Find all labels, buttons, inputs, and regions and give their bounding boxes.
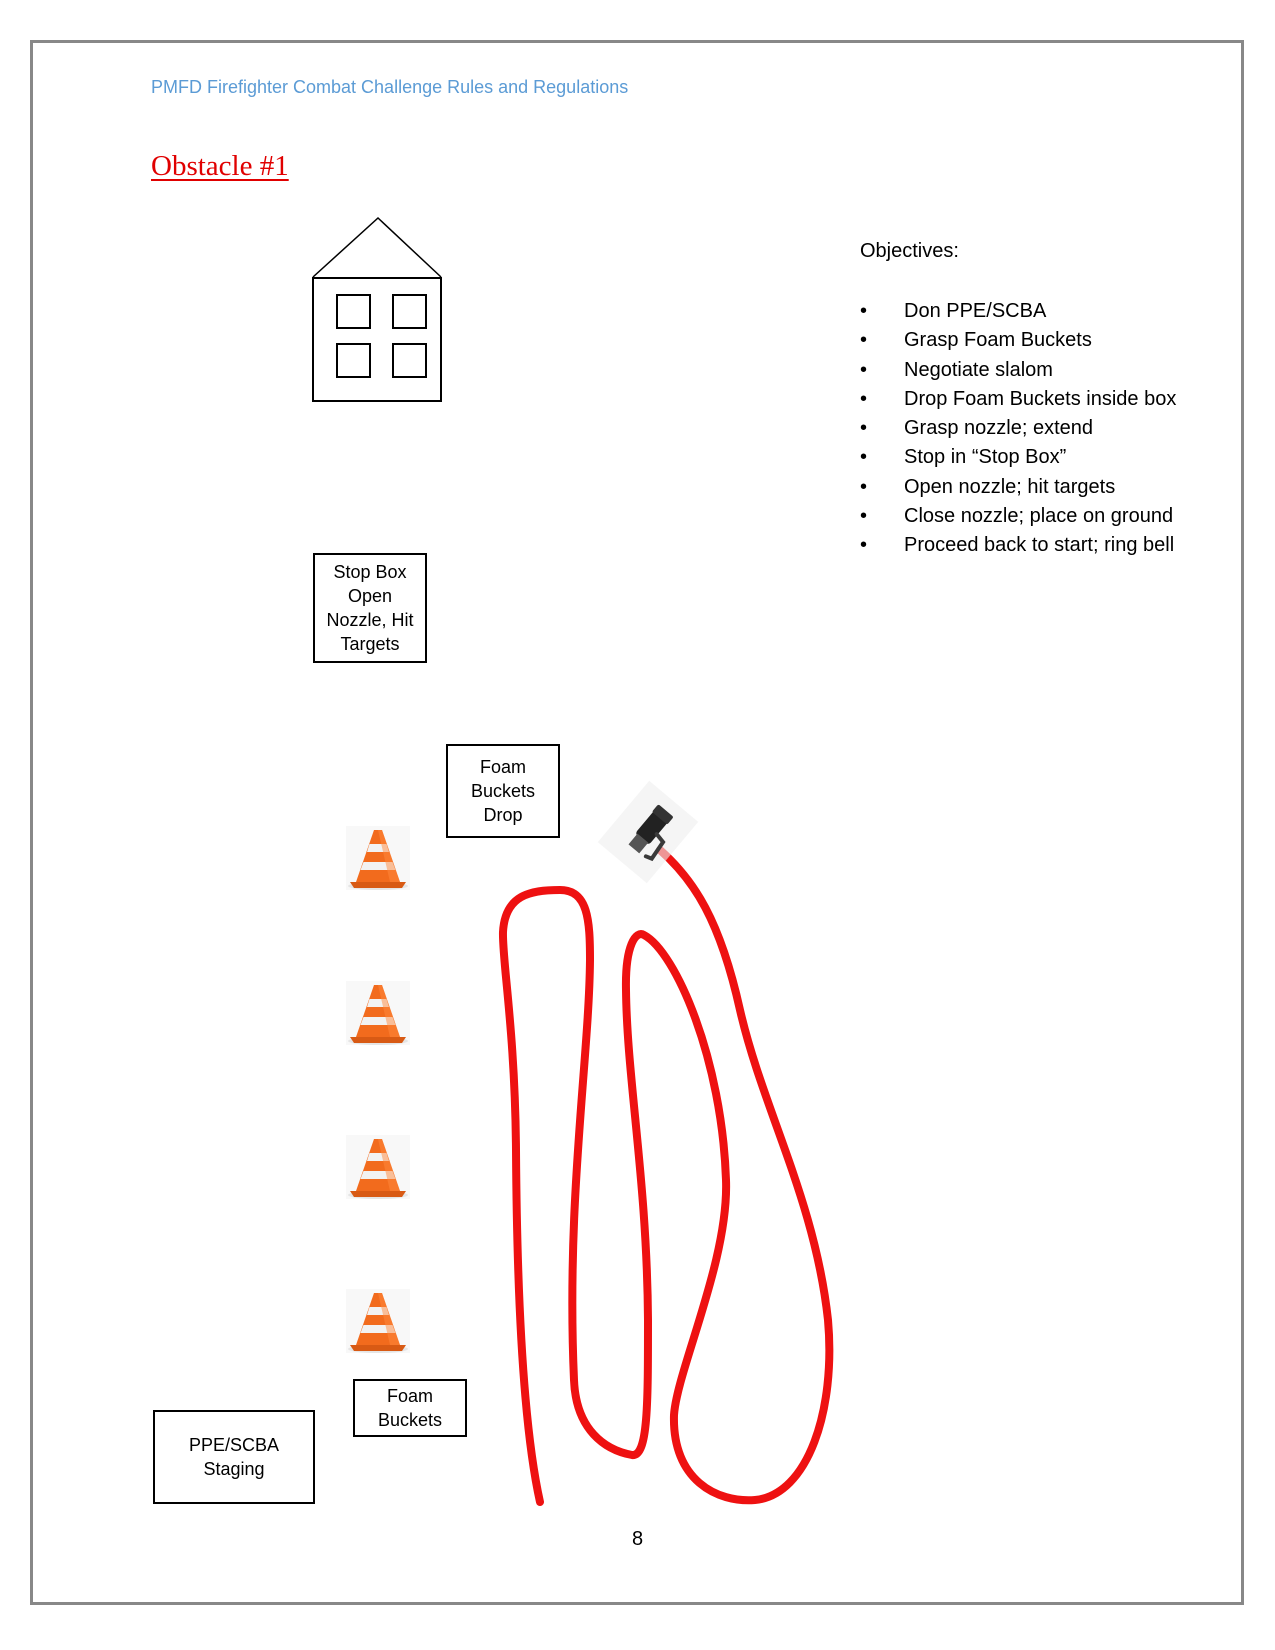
hose-nozzle-icon — [597, 780, 699, 884]
stop-box-label: Stop Box Open Nozzle, Hit Targets — [313, 553, 427, 663]
objective-item: •Negotiate slalom — [860, 356, 1176, 385]
objective-item: •Open nozzle; hit targets — [860, 473, 1176, 502]
objective-item: •Grasp Foam Buckets — [860, 326, 1176, 355]
obstacle-title: Obstacle #1 — [151, 150, 289, 182]
objectives-list: •Don PPE/SCBA •Grasp Foam Buckets •Negot… — [860, 297, 1176, 561]
traffic-cone-icon — [346, 1135, 410, 1199]
foam-buckets-drop-box: Foam Buckets Drop — [446, 744, 560, 838]
bullet-icon: • — [860, 387, 868, 410]
objectives-panel: Objectives: •Don PPE/SCBA •Grasp Foam Bu… — [860, 240, 1176, 561]
bullet-icon: • — [860, 534, 868, 557]
objective-item: •Grasp nozzle; extend — [860, 414, 1176, 443]
foam-buckets-box: Foam Buckets — [353, 1379, 467, 1437]
bullet-icon: • — [860, 417, 868, 440]
bullet-icon: • — [860, 505, 868, 528]
building-icon — [312, 216, 442, 402]
traffic-cone-icon — [346, 826, 410, 890]
bullet-icon: • — [860, 475, 868, 498]
bullet-icon: • — [860, 329, 868, 352]
objective-item: •Don PPE/SCBA — [860, 297, 1176, 326]
page-number: 8 — [631, 1528, 644, 1550]
running-header: PMFD Firefighter Combat Challenge Rules … — [151, 77, 629, 97]
traffic-cone-icon — [346, 981, 410, 1045]
bullet-icon: • — [860, 358, 868, 381]
page-border — [30, 40, 1244, 1605]
objective-item: •Drop Foam Buckets inside box — [860, 385, 1176, 414]
ppe-scba-staging-box: PPE/SCBA Staging — [153, 1410, 315, 1504]
bullet-icon: • — [860, 300, 868, 322]
objective-item: •Proceed back to start; ring bell — [860, 531, 1176, 560]
objective-item: •Stop in “Stop Box” — [860, 443, 1176, 472]
objective-item: •Close nozzle; place on ground — [860, 502, 1176, 531]
objectives-heading: Objectives: — [860, 240, 959, 262]
traffic-cone-icon — [346, 1289, 410, 1353]
bullet-icon: • — [860, 446, 868, 469]
hose-line — [498, 846, 834, 1506]
